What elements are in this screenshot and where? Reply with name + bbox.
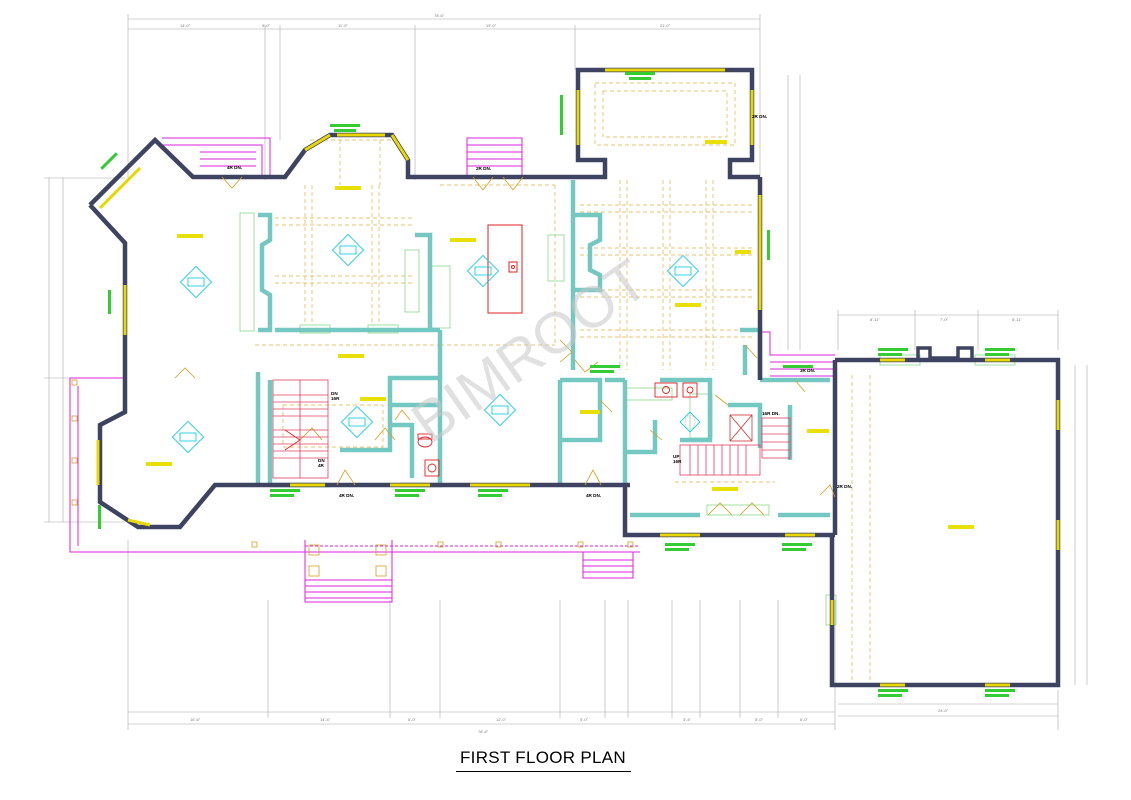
svg-text:8'-11": 8'-11"	[1012, 317, 1022, 322]
svg-text:12'-0": 12'-0"	[496, 717, 507, 722]
rear-stair	[679, 414, 791, 476]
svg-text:5'-0": 5'-0"	[580, 717, 589, 722]
ceiling-fixtures	[171, 233, 701, 454]
room-labels	[146, 140, 974, 529]
svg-text:24'-0": 24'-0"	[938, 708, 949, 713]
kitchen-island	[487, 224, 523, 314]
svg-text:78'-6": 78'-6"	[478, 729, 489, 734]
svg-text:8'-11": 8'-11"	[870, 317, 880, 322]
svg-text:21'-0": 21'-0"	[660, 23, 671, 28]
rear-stair-note: 16R DN.	[762, 411, 780, 416]
door-swings	[174, 176, 836, 516]
svg-text:16'-6": 16'-6"	[190, 717, 201, 722]
deck-step-note: 4R DN.	[227, 165, 242, 170]
svg-text:5'-0": 5'-0"	[755, 717, 764, 722]
garage-step-2-note: 2R DN.	[837, 484, 852, 489]
porch-step-left-note: 4R DN.	[339, 493, 354, 498]
drawing-title: FIRST FLOOR PLAN	[459, 748, 627, 767]
svg-text:6'-0": 6'-0"	[800, 717, 809, 722]
porch-railings	[69, 137, 835, 603]
window-tags	[98, 72, 1015, 697]
svg-text:14'-4": 14'-4"	[320, 717, 331, 722]
main-stair	[272, 379, 329, 479]
porch-posts	[71, 379, 634, 577]
ceiling-grid	[255, 82, 871, 680]
svg-text:78'-6": 78'-6"	[434, 13, 445, 18]
patio-step-note: 2R DN.	[476, 166, 491, 171]
title-underline	[456, 771, 631, 772]
windows	[96, 68, 1060, 687]
porch-step-right-note: 4R DN.	[586, 493, 601, 498]
svg-text:5'-0": 5'-0"	[262, 23, 271, 28]
svg-text:14'-0": 14'-0"	[180, 23, 191, 28]
dimension-lines	[44, 14, 1088, 730]
exterior-walls	[88, 67, 1061, 688]
plumbing-fixtures	[417, 382, 698, 477]
floor-plan-drawing: 14'-0" 5'-0" 11'-0" 15'-0" 21'-0" 78'-6"…	[44, 13, 1088, 734]
svg-text:5'-0": 5'-0"	[408, 717, 417, 722]
svg-text:3'-4": 3'-4"	[683, 717, 692, 722]
svg-text:7'-0": 7'-0"	[940, 317, 949, 322]
svg-text:11'-0": 11'-0"	[338, 23, 348, 28]
svg-text:15'-0": 15'-0"	[486, 23, 497, 28]
rear-step-note: 2R DN.	[752, 114, 767, 119]
dimension-texts: 14'-0" 5'-0" 11'-0" 15'-0" 21'-0" 78'-6"…	[180, 13, 1022, 734]
garage-step-1-note: 3R DN.	[800, 368, 815, 373]
interior-walls	[255, 180, 830, 518]
